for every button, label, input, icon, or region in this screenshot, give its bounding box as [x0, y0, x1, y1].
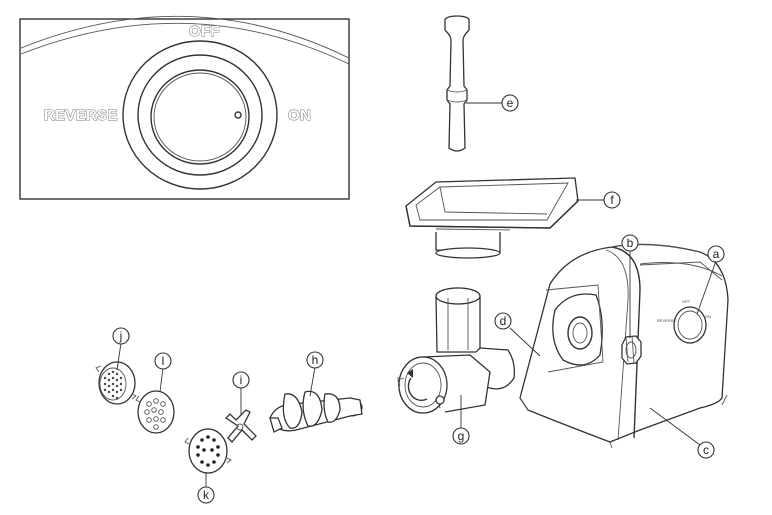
motor-housing: OFF ON REVERSE — [519, 243, 729, 449]
callout-a — [707, 245, 725, 263]
dial-outer-ring — [122, 40, 278, 190]
callout-b — [621, 234, 639, 252]
callout-k — [197, 486, 215, 504]
dial-knob — [150, 69, 250, 165]
callout-f — [603, 191, 621, 209]
switch-inset: OFF ON REVERSE — [19, 15, 350, 200]
callout-l — [154, 352, 172, 370]
medium-plate — [135, 390, 175, 434]
callout-j — [112, 327, 130, 345]
feeding-tray — [405, 177, 579, 259]
inset-reverse-label: REVERSE — [44, 107, 118, 124]
inset-on-label: ON — [288, 107, 311, 124]
callout-h-label: h — [312, 353, 319, 367]
callout-i-label: i — [240, 373, 243, 387]
inset-off-label: OFF — [189, 23, 220, 40]
feed-screw — [269, 390, 363, 433]
callout-a-label: a — [713, 247, 720, 261]
mincing-head — [397, 287, 516, 414]
power-switch — [673, 306, 707, 344]
locking-knob — [621, 335, 642, 365]
callout-b-label: b — [627, 236, 634, 250]
callout-h — [306, 351, 324, 369]
body-on-label: ON — [705, 314, 711, 319]
callout-f-label: f — [610, 193, 614, 207]
body-reverse-label: REVERSE — [657, 318, 676, 323]
dial-indicator-dot — [234, 111, 242, 119]
callout-c-label: c — [703, 443, 709, 457]
cutting-blade — [224, 409, 257, 443]
outlet-socket — [552, 293, 603, 366]
callout-i — [232, 371, 250, 389]
callout-d — [494, 312, 512, 330]
callouts: a b c d e f g h i j — [112, 94, 725, 504]
callout-k-label: k — [203, 488, 210, 502]
callout-j-label: j — [119, 329, 123, 343]
callout-c — [697, 441, 715, 459]
pusher — [444, 15, 470, 152]
callout-d-label: d — [500, 314, 507, 328]
fine-plate — [95, 361, 137, 405]
callout-e-label: e — [507, 96, 514, 110]
callout-l-label: l — [162, 354, 165, 368]
inset-frame — [19, 18, 350, 200]
callout-g-label: g — [458, 429, 465, 443]
callout-g — [452, 427, 470, 445]
coarse-plate — [184, 428, 232, 474]
body-off-label: OFF — [682, 299, 691, 304]
callout-e — [501, 94, 519, 112]
